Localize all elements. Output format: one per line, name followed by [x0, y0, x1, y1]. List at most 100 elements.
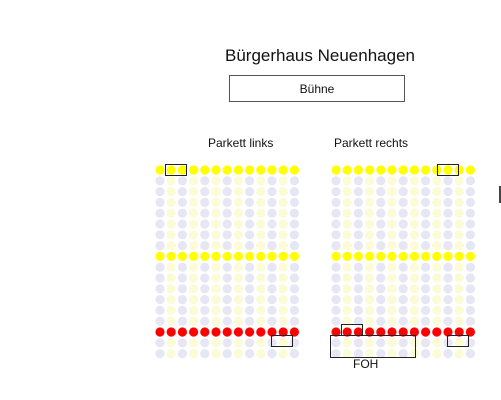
seat[interactable]: [443, 262, 453, 272]
seat[interactable]: [233, 316, 243, 326]
seat[interactable]: [365, 230, 375, 240]
seat[interactable]: [331, 219, 341, 229]
seat[interactable]: [421, 176, 431, 186]
seat[interactable]: [398, 230, 408, 240]
seat[interactable]: [353, 165, 363, 175]
seat[interactable]: [342, 295, 352, 305]
seat[interactable]: [465, 316, 475, 326]
seat[interactable]: [289, 241, 299, 251]
seat[interactable]: [465, 208, 475, 218]
seat[interactable]: [454, 262, 464, 272]
seat[interactable]: [189, 295, 199, 305]
seat[interactable]: [177, 197, 187, 207]
seat[interactable]: [222, 316, 232, 326]
seat[interactable]: [387, 338, 397, 348]
seat[interactable]: [365, 176, 375, 186]
seat[interactable]: [189, 338, 199, 348]
seat[interactable]: [376, 208, 386, 218]
seat[interactable]: [432, 230, 442, 240]
seat[interactable]: [421, 251, 431, 261]
seat[interactable]: [289, 197, 299, 207]
seat[interactable]: [342, 219, 352, 229]
seat[interactable]: [365, 295, 375, 305]
seat[interactable]: [211, 284, 221, 294]
seat[interactable]: [278, 305, 288, 315]
seat[interactable]: [200, 305, 210, 315]
seat[interactable]: [177, 262, 187, 272]
seat[interactable]: [222, 197, 232, 207]
seat[interactable]: [256, 251, 266, 261]
seat[interactable]: [233, 219, 243, 229]
seat[interactable]: [432, 327, 442, 337]
seat[interactable]: [155, 338, 165, 348]
seat[interactable]: [289, 327, 299, 337]
seat[interactable]: [155, 305, 165, 315]
seat[interactable]: [398, 165, 408, 175]
seat[interactable]: [387, 316, 397, 326]
seat[interactable]: [245, 273, 255, 283]
seat[interactable]: [409, 316, 419, 326]
seat[interactable]: [376, 316, 386, 326]
seat[interactable]: [278, 273, 288, 283]
seat-block-links[interactable]: [155, 165, 299, 359]
seat[interactable]: [342, 251, 352, 261]
seat[interactable]: [443, 349, 453, 359]
seat[interactable]: [289, 187, 299, 197]
seat[interactable]: [387, 251, 397, 261]
seat[interactable]: [177, 165, 187, 175]
seat[interactable]: [376, 327, 386, 337]
seat[interactable]: [211, 197, 221, 207]
seat[interactable]: [177, 327, 187, 337]
seat[interactable]: [278, 219, 288, 229]
seat[interactable]: [398, 316, 408, 326]
seat[interactable]: [166, 305, 176, 315]
seat[interactable]: [465, 349, 475, 359]
seat[interactable]: [421, 305, 431, 315]
seat[interactable]: [353, 230, 363, 240]
seat[interactable]: [278, 327, 288, 337]
seat[interactable]: [398, 176, 408, 186]
seat[interactable]: [256, 241, 266, 251]
seat[interactable]: [465, 219, 475, 229]
seat[interactable]: [398, 219, 408, 229]
seat[interactable]: [353, 187, 363, 197]
seat[interactable]: [245, 305, 255, 315]
seat[interactable]: [256, 305, 266, 315]
seat[interactable]: [177, 187, 187, 197]
seat[interactable]: [189, 187, 199, 197]
seat[interactable]: [211, 338, 221, 348]
seat[interactable]: [189, 305, 199, 315]
seat[interactable]: [222, 187, 232, 197]
seat[interactable]: [289, 251, 299, 261]
seat[interactable]: [331, 295, 341, 305]
seat[interactable]: [245, 219, 255, 229]
seat[interactable]: [398, 295, 408, 305]
seat[interactable]: [432, 176, 442, 186]
seat[interactable]: [177, 316, 187, 326]
seat[interactable]: [189, 273, 199, 283]
seat[interactable]: [155, 327, 165, 337]
seat[interactable]: [454, 273, 464, 283]
seat[interactable]: [256, 197, 266, 207]
seat[interactable]: [409, 197, 419, 207]
seat[interactable]: [387, 327, 397, 337]
seat[interactable]: [189, 165, 199, 175]
seat[interactable]: [267, 262, 277, 272]
seat[interactable]: [155, 349, 165, 359]
seat[interactable]: [342, 338, 352, 348]
seat[interactable]: [200, 208, 210, 218]
seat[interactable]: [233, 305, 243, 315]
seat[interactable]: [267, 295, 277, 305]
seat[interactable]: [267, 284, 277, 294]
seat[interactable]: [409, 165, 419, 175]
seat[interactable]: [454, 327, 464, 337]
seat[interactable]: [267, 305, 277, 315]
seat[interactable]: [443, 251, 453, 261]
seat[interactable]: [200, 327, 210, 337]
seat[interactable]: [233, 208, 243, 218]
seat[interactable]: [267, 165, 277, 175]
seat[interactable]: [177, 208, 187, 218]
seat[interactable]: [278, 251, 288, 261]
seat[interactable]: [233, 187, 243, 197]
seat[interactable]: [353, 316, 363, 326]
